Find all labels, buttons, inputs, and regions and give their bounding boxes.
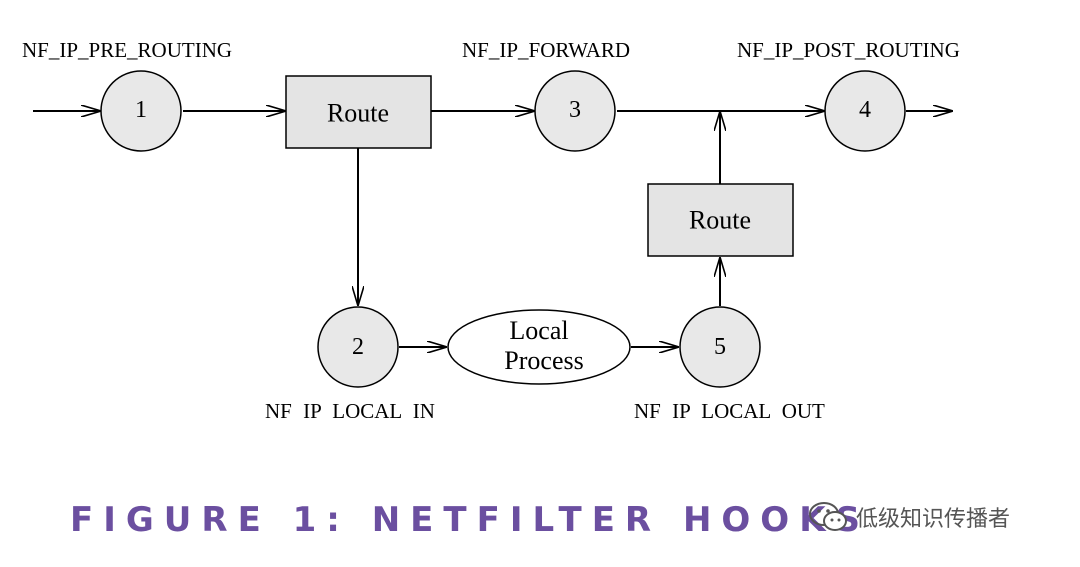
hook-node-5-number: 5 — [714, 334, 726, 360]
hook-node-3 — [534, 70, 616, 152]
edges — [33, 111, 952, 347]
local-process-ellipse — [447, 309, 631, 385]
hook-node-4-number: 4 — [859, 97, 871, 123]
local-process-label-line1: Local — [509, 316, 568, 345]
hook-node-2-number: 2 — [352, 334, 364, 360]
route-box-top — [285, 75, 432, 149]
hook-node-3-number: 3 — [569, 97, 581, 123]
hook-node-2 — [317, 306, 399, 388]
local-process-label-line2: Process — [504, 346, 583, 375]
hook-node-5 — [679, 306, 761, 388]
hook-node-4 — [824, 70, 906, 152]
hook-label-post-routing: NF_IP_POST_ROUTING — [737, 38, 960, 62]
hook-label-forward: NF_IP_FORWARD — [462, 38, 630, 62]
watermark-text: 低级知识传播者 — [856, 507, 1011, 532]
hook-label-local-out: NF IP LOCAL OUT — [634, 399, 825, 423]
hook-label-local-in: NF IP LOCAL IN — [265, 399, 435, 423]
hook-label-pre-routing: NF_IP_PRE_ROUTING — [22, 38, 232, 62]
figure-caption: FIGURE 1: NETFILTER HOOKS — [70, 500, 871, 540]
wechat-icon — [809, 502, 847, 531]
hook-node-1 — [100, 70, 182, 152]
route-box-top-label: Route — [327, 99, 389, 128]
hook-node-1-number: 1 — [135, 97, 147, 123]
route-box-right-label: Route — [689, 206, 751, 235]
route-box-right — [647, 183, 794, 257]
watermark: 低级知识传播者 — [808, 500, 1010, 534]
